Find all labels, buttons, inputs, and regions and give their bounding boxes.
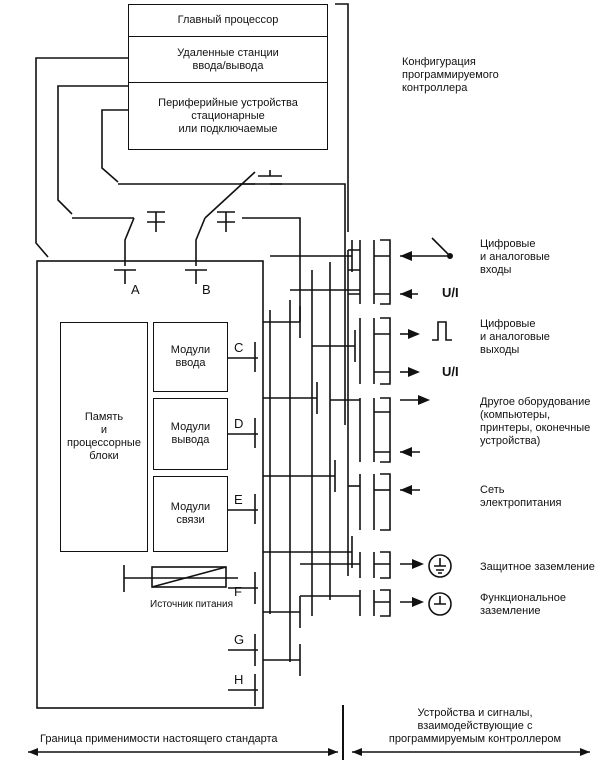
- port-h-label: H: [234, 672, 244, 687]
- port-b-label: B: [202, 282, 211, 297]
- power-supply-label: Источник питания: [150, 599, 234, 610]
- peripherals-cell: Периферийные устройства стационарные или…: [129, 83, 327, 149]
- memory-processor-label: Память и процессорные блоки: [67, 411, 141, 462]
- output-modules-label: Модули вывода: [170, 421, 211, 446]
- digital-analog-outputs-label: Цифровые и аналоговые выходы: [480, 318, 550, 356]
- other-equipment-label: Другое оборудование (компьютеры, принтер…: [480, 396, 591, 447]
- ui-output-label: U/I: [442, 364, 459, 379]
- main-cpu-label: Главный процессор: [177, 14, 279, 26]
- protective-earth-label: Защитное заземление: [480, 561, 595, 573]
- port-d-label: D: [234, 416, 244, 431]
- comm-modules-label: Модули связи: [170, 501, 211, 526]
- port-c-label: C: [234, 340, 244, 355]
- input-modules-label: Модули ввода: [170, 344, 211, 369]
- ui-input-label: U/I: [442, 285, 459, 300]
- remote-io-cell: Удаленные станции ввода/вывода: [129, 37, 327, 83]
- port-g-label: G: [234, 632, 245, 647]
- functional-earth-label: Функциональное заземление: [480, 592, 566, 617]
- port-a-label: A: [131, 282, 140, 297]
- interacting-devices-label: Устройства и сигналы, взаимодействующие …: [388, 707, 562, 745]
- comm-modules-box: Модули связи: [153, 476, 228, 552]
- remote-io-label: Удаленные станции ввода/вывода: [177, 46, 279, 72]
- config-stack: Главный процессор Удаленные станции ввод…: [128, 4, 328, 150]
- input-modules-box: Модули ввода: [153, 322, 228, 392]
- main-cpu-cell: Главный процессор: [129, 5, 327, 37]
- config-label: Конфигурация программируемого контроллер…: [402, 56, 499, 94]
- standard-scope-label: Граница применимости настоящего стандарт…: [40, 733, 278, 745]
- output-modules-box: Модули вывода: [153, 398, 228, 470]
- port-f-label: F: [234, 584, 242, 599]
- port-e-label: E: [234, 492, 243, 507]
- power-network-label: Сеть электропитания: [480, 484, 562, 509]
- memory-processor-block: Память и процессорные блоки: [60, 322, 148, 552]
- peripherals-label: Периферийные устройства стационарные или…: [158, 96, 298, 135]
- digital-analog-inputs-label: Цифровые и аналоговые входы: [480, 238, 550, 276]
